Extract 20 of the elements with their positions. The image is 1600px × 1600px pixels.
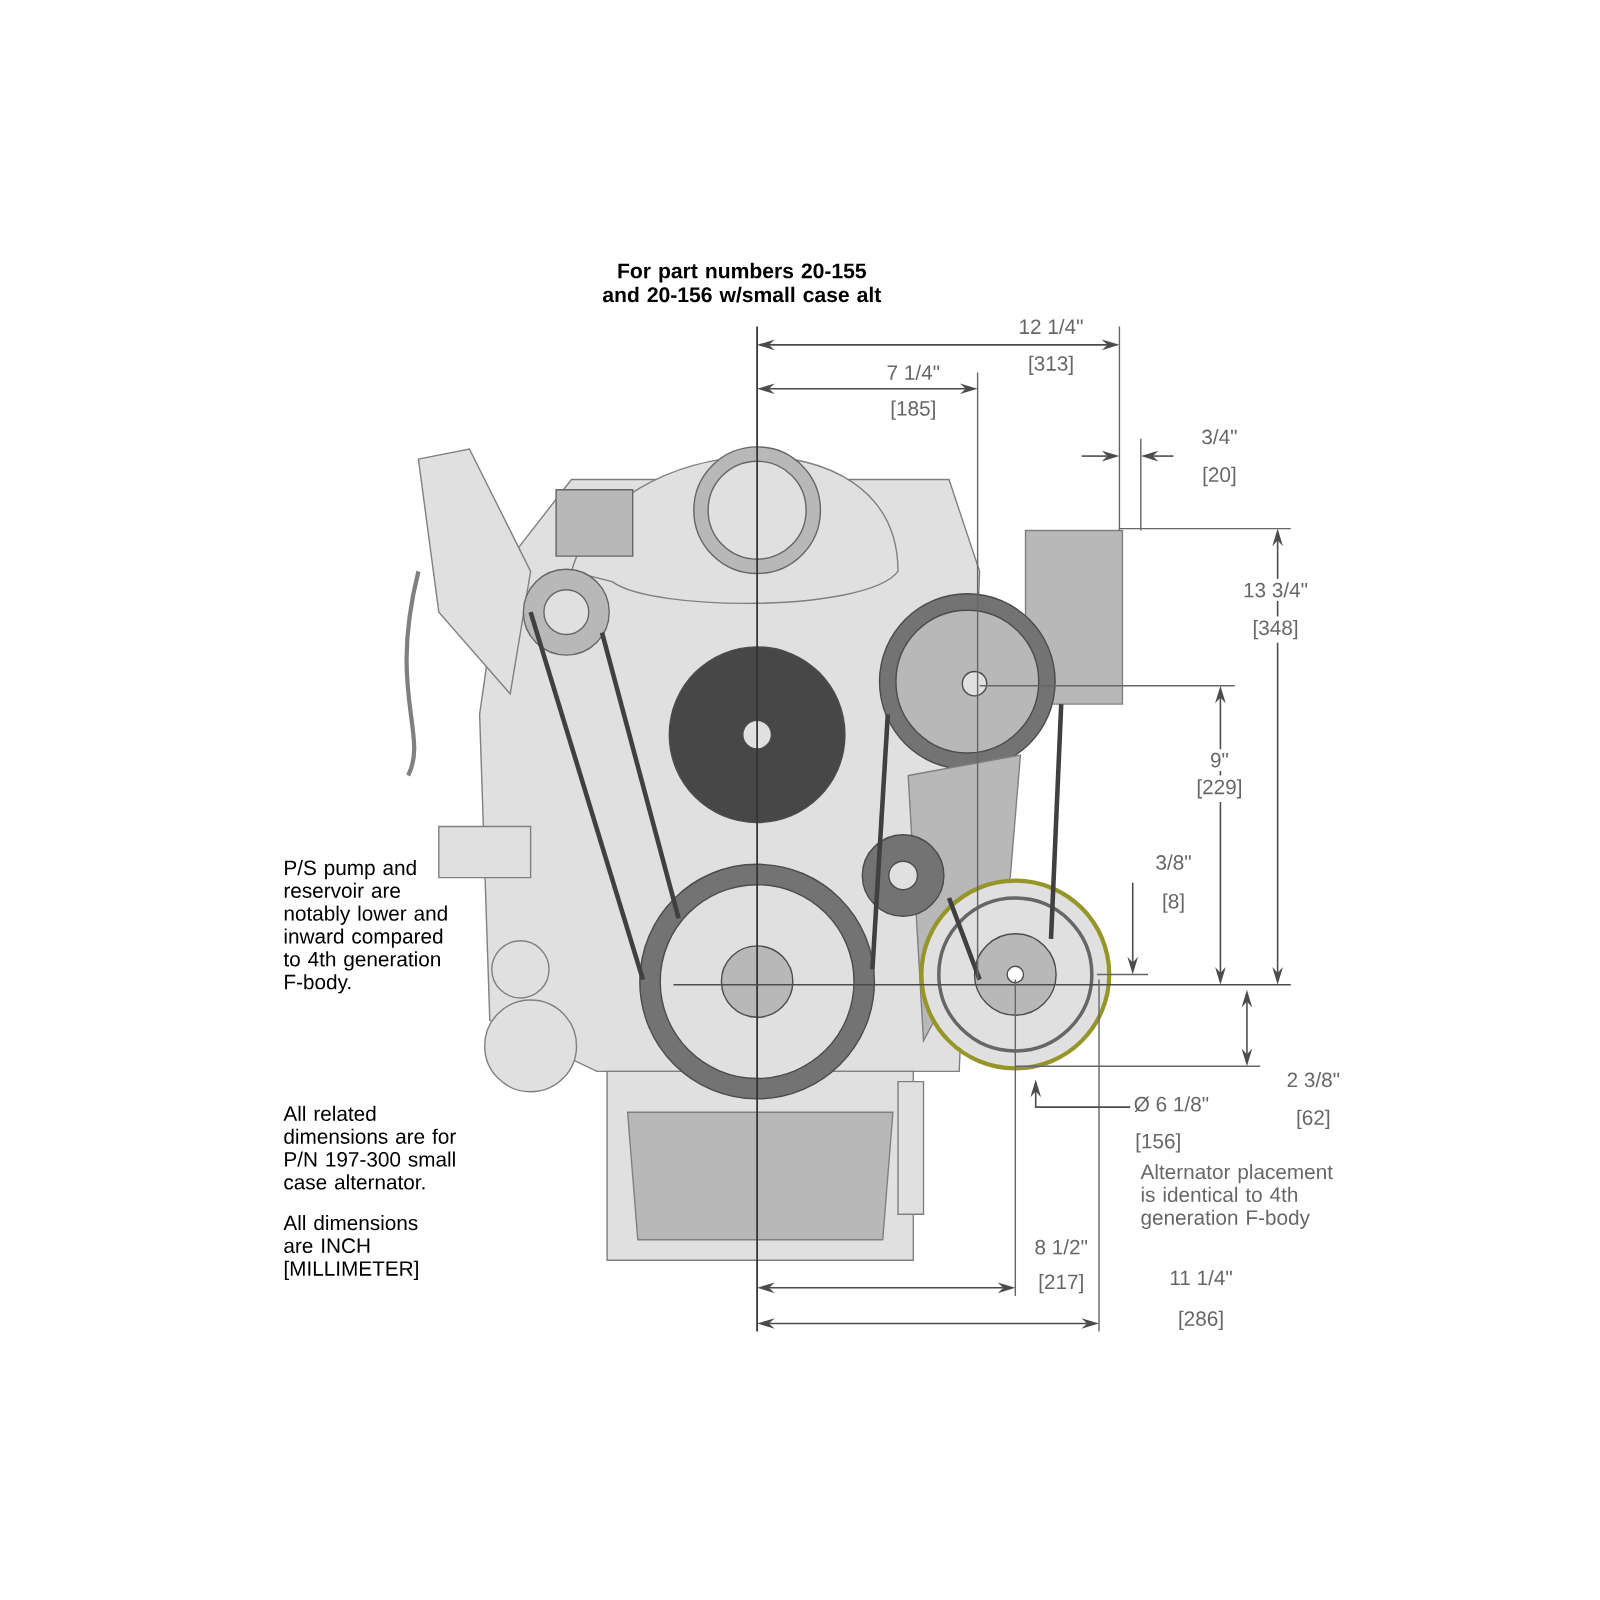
dimension-text: [185] <box>886 397 940 424</box>
dimension-text: 2 3/8" <box>1283 1068 1344 1091</box>
note-text: All dimensions are INCH [MILLIMETER] <box>283 1215 418 1280</box>
dimension-text: [348] <box>1248 616 1303 643</box>
title: For part numbers 20-155 and 20-156 w/small case alt <box>602 262 882 303</box>
dimension-text: 7 1/4" <box>883 361 944 384</box>
note-text: P/S pump and reservoir are notably lower and inward compared to 4th generation F-body. <box>283 859 447 994</box>
dimension-text: 13 3/4" <box>1239 578 1312 601</box>
dimension-text: [62] <box>1292 1106 1335 1133</box>
dimension-text: 3/8" <box>1151 851 1196 874</box>
dimension-text: Ø 6 1/8" <box>1130 1092 1213 1116</box>
dimension-text: 11 1/4" <box>1165 1266 1237 1289</box>
note-text: Alternator placement is identical to 4th generation F-body <box>1140 1164 1333 1229</box>
dimension-text: [313] <box>1024 352 1078 379</box>
dimension-text: [20] <box>1198 463 1241 490</box>
note-text: All related dimensions are for P/N 197-300 small case alternator. <box>283 1105 456 1190</box>
dimension-text: 12 1/4" <box>1015 315 1088 338</box>
dimension-text: 9" <box>1206 749 1233 772</box>
dimension-text: [286] <box>1174 1307 1228 1334</box>
dimension-text: [8] <box>1158 889 1189 917</box>
